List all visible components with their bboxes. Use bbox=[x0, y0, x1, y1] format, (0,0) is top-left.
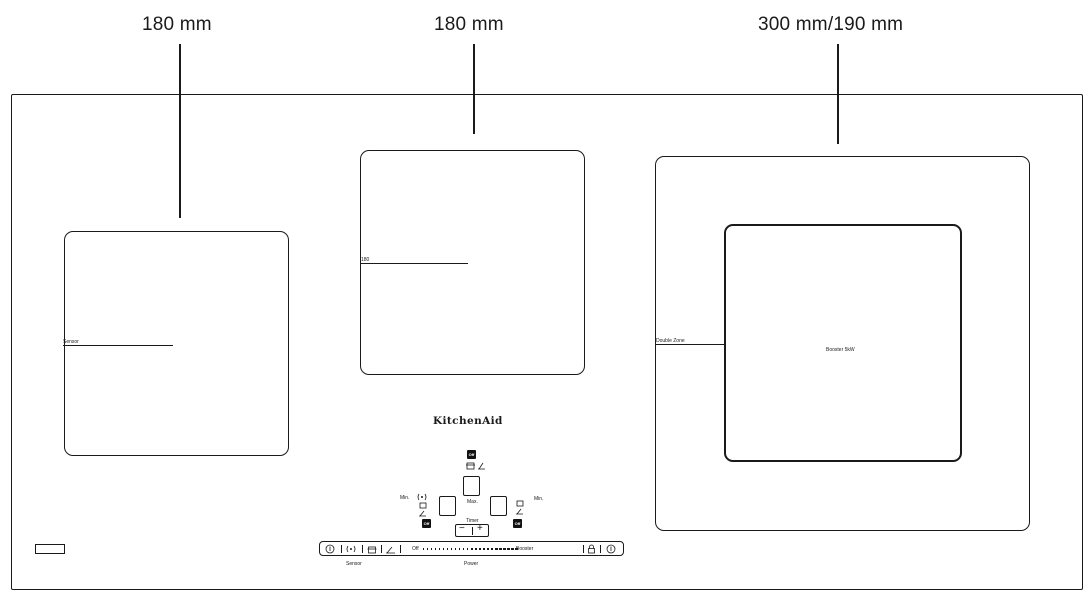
zone-label-180: 180 bbox=[361, 257, 370, 263]
cooking-zone-middle bbox=[360, 150, 585, 375]
off-badge-left[interactable]: Off bbox=[422, 519, 431, 528]
leader-line-left bbox=[179, 44, 181, 218]
power-icon-right[interactable] bbox=[606, 544, 616, 554]
slider-tick bbox=[467, 548, 468, 550]
bar-separator bbox=[400, 545, 401, 553]
slider-booster-label: Booster bbox=[516, 546, 534, 552]
slider-tick bbox=[439, 548, 440, 550]
slider-tick bbox=[463, 548, 464, 550]
zone-label-sensor: Sensor bbox=[63, 339, 79, 345]
dimension-label-right: 300 mm/190 mm bbox=[758, 14, 904, 35]
leader-line-middle bbox=[473, 44, 475, 134]
slider-tick bbox=[483, 548, 485, 550]
slider-tick bbox=[475, 548, 477, 550]
slider-tick bbox=[435, 548, 436, 550]
slider-tick bbox=[491, 548, 493, 550]
slider-off-label: Off bbox=[412, 546, 419, 552]
slider-tick bbox=[487, 548, 489, 550]
slider-tick bbox=[479, 548, 481, 550]
slider-tick bbox=[423, 548, 424, 550]
slider-tick bbox=[503, 548, 506, 550]
right-zone-key[interactable] bbox=[490, 496, 507, 516]
pot-icon-bar[interactable] bbox=[367, 545, 377, 554]
slider-tick bbox=[455, 548, 456, 550]
slider-tick bbox=[507, 548, 510, 550]
bar-separator bbox=[600, 545, 601, 553]
slider-tick bbox=[515, 548, 518, 550]
slider-tick bbox=[511, 548, 514, 550]
timer-label: Timer bbox=[466, 518, 479, 524]
zone-label-sensor-line bbox=[63, 345, 173, 346]
brand-logo: KitchenAid bbox=[433, 415, 503, 427]
bar-separator bbox=[362, 545, 363, 553]
lock-icon[interactable] bbox=[587, 544, 596, 554]
middle-zone-key[interactable] bbox=[463, 476, 480, 496]
sensor-waves-icon bbox=[417, 493, 427, 501]
slider-tick bbox=[459, 548, 460, 550]
dimension-label-left: 180 mm bbox=[142, 14, 212, 35]
heat-pan-icon[interactable] bbox=[385, 545, 396, 554]
zone-label-booster: Booster 5kW bbox=[826, 347, 855, 353]
max-label: Max. bbox=[467, 499, 478, 505]
min-label-left: Min. bbox=[400, 495, 410, 501]
hob-outline bbox=[11, 94, 1083, 590]
cooking-zone-left bbox=[64, 231, 289, 456]
timer-plus-button[interactable]: + bbox=[477, 523, 483, 534]
min-label-right: Min. bbox=[534, 496, 544, 502]
slider-tick bbox=[499, 548, 502, 550]
timer-divider bbox=[472, 527, 473, 535]
timer-minus-button[interactable]: − bbox=[459, 523, 465, 534]
pot-icon bbox=[466, 462, 485, 470]
pot-icon-right bbox=[516, 500, 524, 515]
slider-tick bbox=[451, 548, 452, 550]
off-badge-middle[interactable]: Off bbox=[467, 450, 476, 459]
cooking-zone-right-inner bbox=[724, 224, 962, 462]
dimension-label-middle: 180 mm bbox=[434, 14, 504, 35]
slider-tick bbox=[431, 548, 432, 550]
rating-plate bbox=[35, 544, 65, 554]
power-icon[interactable] bbox=[325, 544, 335, 554]
power-caption: Power bbox=[464, 561, 479, 567]
control-bar: Off Booster bbox=[319, 541, 624, 556]
bar-separator bbox=[381, 545, 382, 553]
zone-label-180-line bbox=[361, 263, 468, 264]
sensor-waves-icon-bar[interactable] bbox=[345, 545, 357, 553]
pot-icon-left bbox=[419, 502, 427, 517]
sensor-caption: Sensor bbox=[346, 561, 362, 567]
slider-tick bbox=[495, 548, 498, 550]
bar-separator bbox=[341, 545, 342, 553]
bar-separator bbox=[583, 545, 584, 553]
slider-tick bbox=[447, 548, 448, 550]
zone-label-double-zone-line bbox=[656, 344, 726, 345]
slider-tick bbox=[471, 548, 473, 550]
cooking-zone-right-outer bbox=[655, 156, 1030, 531]
slider-tick bbox=[427, 548, 428, 550]
off-badge-right[interactable]: Off bbox=[513, 519, 522, 528]
zone-label-double-zone: Double Zone bbox=[656, 338, 685, 344]
left-zone-key[interactable] bbox=[439, 496, 456, 516]
slider-tick bbox=[443, 548, 444, 550]
